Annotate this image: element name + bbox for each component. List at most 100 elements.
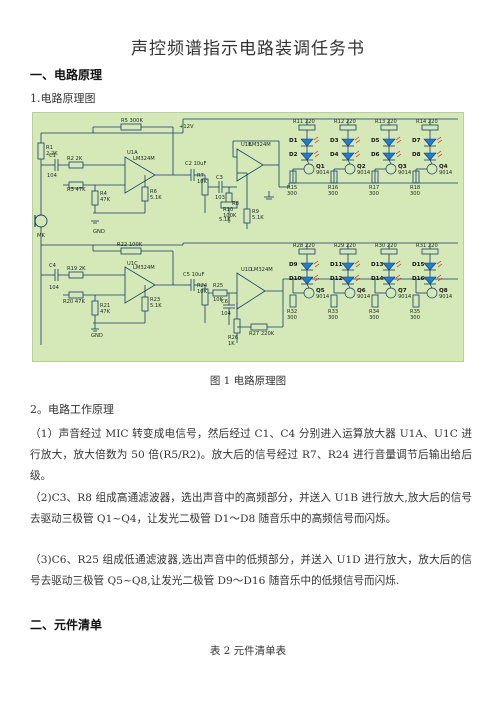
label-top-r10: R10 — [223, 207, 233, 213]
bottom-led-resistor-label-3: R30 220 — [375, 243, 397, 249]
top-led-led-b-label-1: D2 — [289, 152, 298, 158]
top-led-led-b-icon-4 — [423, 152, 437, 161]
bottom-led-transistor-label-1: Q5 — [316, 288, 325, 294]
top-led-transistor-icon-3 — [385, 163, 397, 175]
top-led-base-resistor-value-1: 300 — [287, 191, 297, 197]
label-top-c2: C2 10uF — [185, 161, 206, 167]
bottom-led-led-a-label-3: D13 — [371, 262, 384, 268]
top-led-transistor-label-2: Q2 — [357, 164, 366, 170]
top-led-led-a-label-4: D7 — [412, 138, 421, 144]
top-led-led-b-icon-3 — [382, 152, 396, 161]
label-bottom-c6: C6 — [221, 299, 228, 305]
label-top-r6: R6 — [150, 189, 157, 195]
bottom-led-led-a-icon-3 — [382, 262, 396, 271]
bottom-led-led-b-label-1: D10 — [289, 276, 302, 282]
top-led-transistor-label-3: Q3 — [398, 164, 407, 170]
top-led-led-b-icon-2 — [341, 152, 355, 161]
label-top-r9: R9 — [252, 209, 259, 215]
bottom-led-transistor-value-2: 9014 — [357, 294, 371, 300]
bottom-led-base-resistor-label-2: R33 — [328, 309, 338, 315]
label-bottom-c6v: 104 — [221, 311, 232, 317]
top-led-transistor-icon-1 — [303, 163, 315, 175]
top-led-led-a-icon-2 — [341, 138, 355, 147]
label-top-chip1: LM324M — [133, 156, 155, 162]
top-led-base-resistor-value-3: 300 — [369, 191, 379, 197]
label-top-r1: R1 — [46, 145, 53, 151]
label-top-c1: C1 — [49, 153, 56, 159]
label-bottom-u1d: U1D — [241, 267, 252, 273]
bottom-led-led-b-label-2: D12 — [330, 276, 343, 282]
document-title: 声控频谱指示电路装调任务书 — [131, 39, 365, 59]
label-top-u1a: U1A — [127, 150, 138, 156]
top-led-transistor-value-4: 9014 — [439, 170, 453, 176]
bottom-led-base-resistor-value-1: 300 — [287, 315, 297, 321]
bottom-led-led-a-icon-4 — [423, 262, 437, 271]
bottom-led-led-a-label-2: D11 — [330, 262, 343, 268]
top-led-led-b-icon-1 — [300, 152, 314, 161]
top-led-resistor-label-2: R12 220 — [334, 119, 356, 125]
bottom-led-transistor-label-2: Q6 — [357, 288, 366, 294]
top-led-resistor-label-3: R13 220 — [375, 119, 397, 125]
top-led-base-resistor-label-4: R18 — [410, 185, 420, 191]
bottom-led-transistor-icon-1 — [303, 287, 315, 299]
bottom-led-base-resistor-label-3: R34 — [369, 309, 380, 315]
top-led-led-b-label-4: D8 — [412, 152, 421, 158]
label-bottom-r24: R24 — [197, 283, 208, 289]
top-led-led-a-icon-1 — [300, 138, 314, 147]
top-led-resistor-label-4: R14 220 — [416, 119, 438, 125]
label-bottom-r23: R23 — [150, 297, 160, 303]
bottom-led-led-b-label-4: D16 — [412, 276, 425, 282]
bottom-led-resistor-label-2: R29 220 — [334, 243, 356, 249]
bottom-led-transistor-label-4: Q8 — [439, 288, 448, 294]
section-heading-circuit-principle: 一、电路原理 — [30, 68, 103, 82]
top-led-base-resistor-value-2: 300 — [328, 191, 338, 197]
top-led-base-resistor-label-2: R16 — [328, 185, 338, 191]
label-bottom-gnd: GND — [91, 333, 103, 339]
bottom-led-base-resistor-value-3: 300 — [369, 315, 379, 321]
paragraph-1: （1）声音经过 MIC 转变成电信号，然后经过 C1、C4 分别进入运算放大器 … — [30, 428, 472, 482]
label-top-r7: R7 — [197, 173, 204, 179]
label-top-r3: R3 47K — [67, 187, 86, 193]
subheading-schematic: 1.电路原理图 — [30, 92, 96, 105]
top-led-led-a-label-1: D1 — [289, 138, 298, 144]
bottom-led-transistor-label-3: Q7 — [398, 288, 407, 294]
bottom-led-base-resistor-value-2: 300 — [328, 315, 338, 321]
label-bottom-r25v: 10K — [213, 297, 224, 303]
bottom-led-led-b-label-3: D14 — [371, 276, 384, 282]
label-bottom-c4: C4 — [49, 263, 57, 269]
label-top-chip2: LM324M — [249, 142, 271, 148]
bottom-led-transistor-icon-2 — [344, 287, 356, 299]
top-led-base-resistor-label-3: R17 — [369, 185, 379, 191]
label-bottom-u1c: U1C — [127, 261, 138, 267]
paragraph-3: （3)C6、R25 组成低通滤波器,选出声音中的低频部分，并送入 U1D 进行放… — [30, 554, 472, 587]
label-bottom-r19: R19 2K — [67, 266, 86, 272]
bottom-led-led-a-label-1: D9 — [289, 262, 298, 268]
label-top-r2: R2 2K — [67, 156, 83, 162]
top-led-transistor-icon-4 — [426, 163, 438, 175]
figure-caption: 图 1 电路原理图 — [209, 375, 287, 387]
label-top-r1v: 2.2K — [46, 151, 58, 157]
label-top-gnd: GND — [93, 229, 105, 235]
bottom-led-led-b-icon-2 — [341, 276, 355, 285]
label-top-r4: R4 — [100, 191, 108, 197]
label-bottom-r23v: 5.1K — [150, 303, 162, 309]
bottom-led-base-resistor-label-4: R35 — [410, 309, 420, 315]
label-top-c3v: 103 — [215, 195, 225, 201]
bottom-led-led-a-label-4: D15 — [412, 262, 425, 268]
label-top-c3: C3 — [216, 175, 223, 181]
bottom-led-base-resistor-label-1: R32 — [287, 309, 297, 315]
bottom-led-led-b-icon-4 — [423, 276, 437, 285]
section-heading-component-list: 二、元件清单 — [30, 618, 103, 632]
label-bottom-r26: R26 — [228, 335, 238, 341]
label-top-r9v: 5.1K — [252, 215, 264, 221]
label-top-u1b: U1B — [241, 142, 252, 148]
bottom-led-transistor-value-4: 9014 — [439, 294, 453, 300]
microphone-icon — [34, 214, 48, 228]
label-bottom-r20: R20 47K — [63, 299, 85, 305]
